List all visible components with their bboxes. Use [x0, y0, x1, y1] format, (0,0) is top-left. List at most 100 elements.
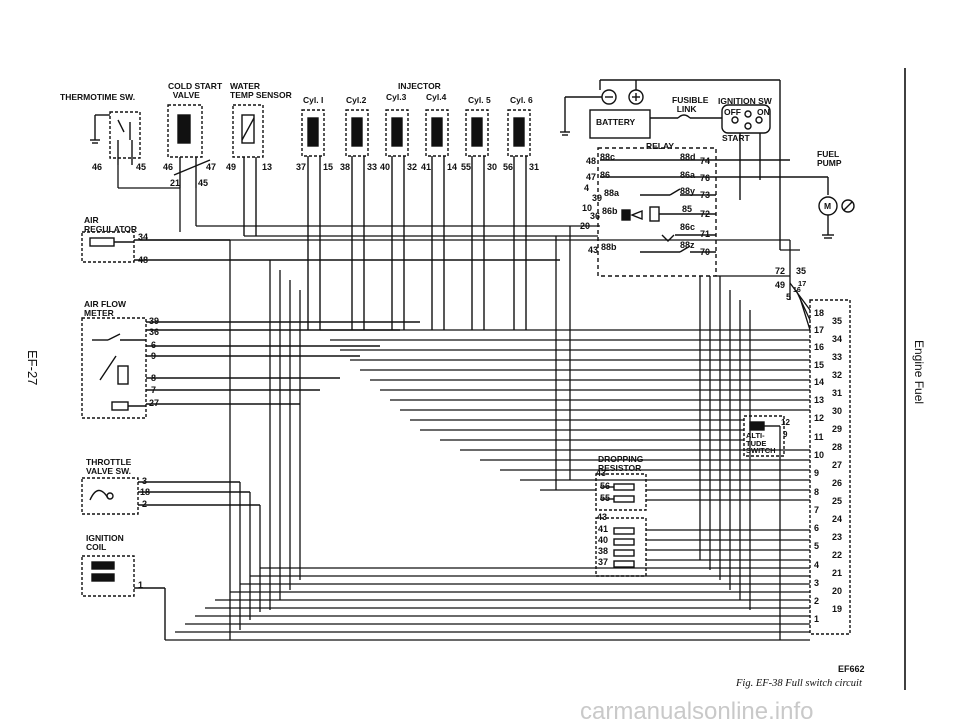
pin-relay-74: 74 [700, 156, 711, 166]
conn-l-11: 11 [814, 432, 824, 442]
conn-l-15: 15 [814, 360, 825, 370]
air-regulator-label: AIR REGULATOR [84, 215, 138, 234]
pin-cyl6-56: 56 [503, 162, 514, 172]
pin-relay-86a: 86a [680, 170, 696, 180]
fusible-link-label: FUSIBLE LINK [672, 95, 709, 114]
conn-l-14: 14 [814, 377, 825, 387]
relay-box [597, 147, 790, 277]
pin-afm-6: 6 [151, 340, 157, 350]
pin-water-13: 13 [262, 162, 273, 172]
harness [117, 165, 811, 641]
relay-label: RELAY [646, 141, 675, 151]
pin-cyl1-15: 15 [323, 162, 334, 172]
pin-cyl2-33: 33 [367, 162, 378, 172]
conn-l-12: 12 [814, 413, 825, 423]
pin-drop-41: 41 [598, 524, 609, 534]
ignition-sw-label: IGNITION SW [718, 96, 772, 106]
conn-r-34: 34 [832, 334, 843, 344]
ignition-on-label: ON [757, 107, 770, 117]
ignition-off-label: OFF [724, 107, 741, 117]
conn-r-24: 24 [832, 514, 843, 524]
ignition-start-label: START [722, 133, 750, 143]
pin-cyl5-55: 55 [461, 162, 472, 172]
throttle-label: THROTTLE VALVE SW. [86, 457, 132, 476]
pin-relay-39: 39 [592, 193, 603, 203]
pin-cyl4-14: 14 [447, 162, 458, 172]
pin-relay-86: 86 [600, 170, 611, 180]
pin-drop-37: 37 [598, 557, 609, 567]
pin-cyl6-31: 31 [529, 162, 540, 172]
pin-relay-85: 85 [682, 204, 693, 214]
pin-drop-43b: 43 [597, 512, 608, 522]
pin-relay-4: 4 [584, 183, 590, 193]
conn-l-9: 9 [814, 468, 820, 478]
pin-cyl4-41: 41 [421, 162, 432, 172]
cyl3-label: Cyl.3 [386, 92, 407, 102]
conn-l-4: 4 [814, 560, 820, 570]
conn-r-26: 26 [832, 478, 843, 488]
pin-drop-40: 40 [598, 535, 609, 545]
pin-relay-20: 20 [580, 221, 591, 231]
watermark: carmanualsonline.info [580, 698, 814, 725]
pin-relay-71: 71 [700, 229, 711, 239]
pin-drop-55: 55 [600, 493, 611, 503]
pin-relay-73: 73 [700, 190, 711, 200]
pin-relay-88a: 88a [604, 188, 620, 198]
pin-relay-48: 48 [586, 156, 597, 166]
cyl1-label: Cyl. I [303, 95, 324, 105]
conn-l-13: 13 [814, 395, 825, 405]
conn-l-3: 3 [814, 578, 820, 588]
air-flow-meter-label: AIR FLOW METER [84, 299, 127, 318]
injector-cyl6 [507, 109, 531, 330]
conn-r-31: 31 [832, 388, 843, 398]
pin-cyl5-30: 30 [487, 162, 498, 172]
page-code: EF-27 [25, 350, 40, 386]
pin-relay-88d: 88d [680, 152, 696, 162]
conn-r-29: 29 [832, 424, 843, 434]
conn-l-5: 5 [814, 541, 820, 551]
conn-r-23: 23 [832, 532, 843, 542]
injector-label: INJECTOR [398, 81, 441, 91]
pin-relay-76: 76 [700, 173, 711, 183]
injector-cyl3 [385, 109, 409, 330]
altitude-switch [743, 415, 785, 457]
cold-start-valve [167, 104, 211, 188]
altitude-switch-label: ALTI- TUDE SWITCH [746, 431, 776, 455]
pin-drop-38: 38 [598, 546, 609, 556]
fuel-pump-label: FUEL PUMP [817, 149, 842, 168]
cyl4-label: Cyl.4 [426, 92, 447, 102]
pin-relay-36: 36 [590, 211, 601, 221]
pin-relay-86b: 86b [602, 206, 618, 216]
connector-box [809, 299, 851, 635]
dropping-resistor-label: DROPPING RESISTOR [598, 454, 644, 473]
conn-r-33: 33 [832, 352, 843, 362]
pin-coil-1: 1 [138, 580, 144, 590]
pin-afm-27: 27 [149, 398, 160, 408]
conn-r-27: 27 [832, 460, 843, 470]
cyl2-label: Cyl.2 [346, 95, 367, 105]
conn-r-19: 19 [832, 604, 843, 614]
pin-alti-9: 9 [783, 430, 788, 439]
pin-cold-21: 21 [170, 178, 181, 188]
pin-relay-88b: 88b [601, 242, 617, 252]
pin-relay-72: 72 [700, 209, 711, 219]
conn-l-16: 16 [814, 342, 825, 352]
pin-tr-17: 17 [798, 279, 807, 288]
conn-l-2: 2 [814, 596, 820, 606]
pin-afm-36: 36 [149, 327, 160, 337]
conn-r-28: 28 [832, 442, 843, 452]
pin-thermo-46: 46 [92, 162, 103, 172]
section-title: Engine Fuel [912, 340, 926, 405]
pin-cold-47: 47 [206, 162, 217, 172]
pin-relay-88z: 88z [680, 240, 695, 250]
pin-thermo-45: 45 [136, 162, 147, 172]
pin-relay-86c: 86c [680, 222, 696, 232]
pin-cyl3-40: 40 [380, 162, 391, 172]
pin-relay-88y: 88y [680, 186, 696, 196]
pin-afm-39: 39 [149, 316, 160, 326]
pin-tr-16: 16 [793, 287, 801, 294]
throttle-valve-switch [81, 477, 260, 515]
conn-r-25: 25 [832, 496, 843, 506]
pin-airreg-48: 48 [138, 255, 149, 265]
